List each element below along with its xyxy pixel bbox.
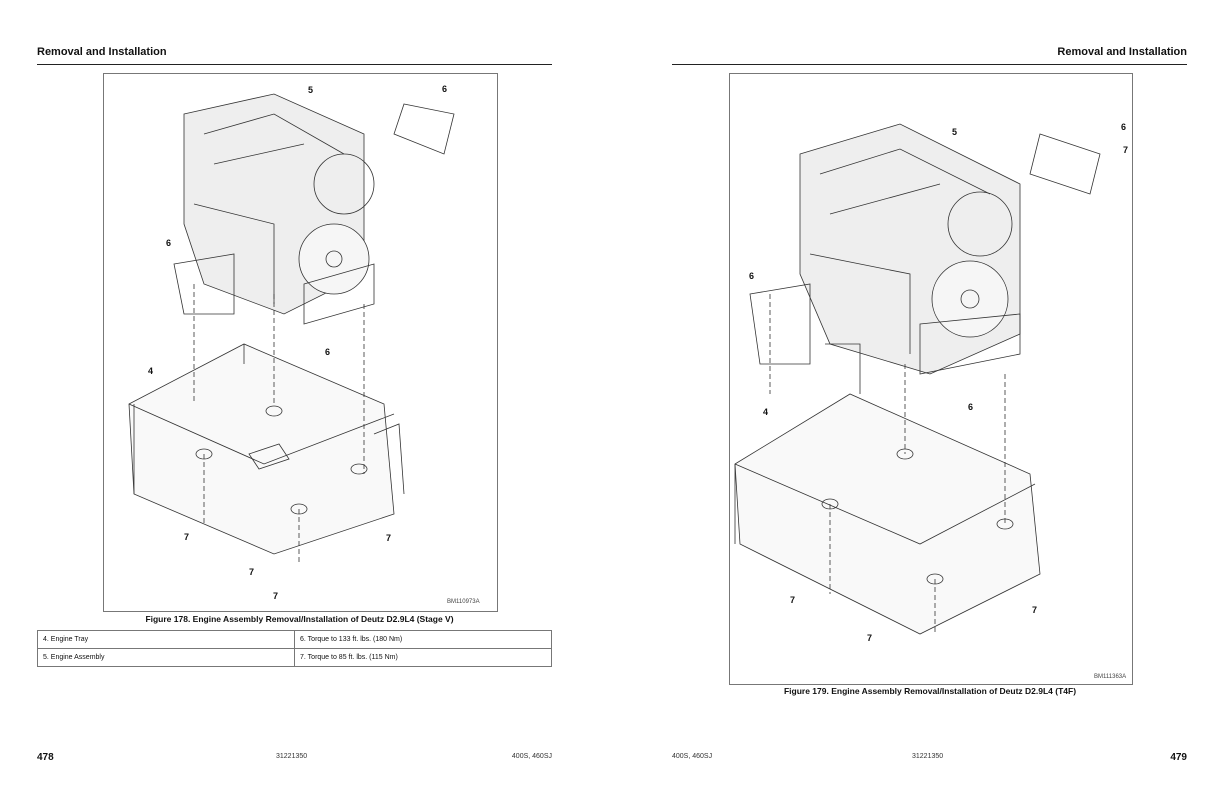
callout-6: 6 xyxy=(325,347,331,357)
callout-7: 7 xyxy=(1123,145,1129,155)
callout-7: 7 xyxy=(1032,605,1038,615)
table-cell: 7. Torque to 85 ft. lbs. (115 Nm) xyxy=(294,648,552,667)
callout-6: 6 xyxy=(968,402,974,412)
callout-6: 6 xyxy=(166,238,172,248)
page-number: 478 xyxy=(37,752,54,763)
figure-code: BM111363A xyxy=(1094,674,1127,680)
callout-6: 6 xyxy=(442,84,448,94)
model-names: 400S, 460SJ xyxy=(511,753,552,760)
callout-5: 5 xyxy=(952,127,958,137)
page-number: 479 xyxy=(1170,752,1187,763)
callout-6: 6 xyxy=(1121,122,1127,132)
table-cell: 5. Engine Assembly xyxy=(36,648,296,667)
table-row: 4. Engine Tray 6. Torque to 133 ft. lbs.… xyxy=(36,630,552,649)
table-cell: 6. Torque to 133 ft. lbs. (180 Nm) xyxy=(294,630,552,649)
doc-number: 31221350 xyxy=(912,753,944,760)
callout-6: 6 xyxy=(749,271,755,281)
header-divider xyxy=(37,64,552,65)
figure-code: BM110973A xyxy=(447,599,480,605)
callout-5: 5 xyxy=(308,85,314,95)
callout-4: 4 xyxy=(148,366,154,376)
figure-178-illustration: 5 6 6 6 4 7 7 7 7 BM110973A xyxy=(103,73,498,612)
table-cell: 4. Engine Tray xyxy=(36,630,296,649)
callout-7: 7 xyxy=(184,532,190,542)
right-page-header: Removal and Installation xyxy=(1057,46,1187,58)
callout-7: 7 xyxy=(790,595,796,605)
table-row: 5. Engine Assembly 7. Torque to 85 ft. l… xyxy=(36,648,552,667)
figure-caption: Figure 178. Engine Assembly Removal/Inst… xyxy=(145,614,454,624)
model-names: 400S, 460SJ xyxy=(672,753,713,760)
doc-number: 31221350 xyxy=(276,753,308,760)
engine-exploded-diagram xyxy=(128,93,455,564)
figure-179-illustration: 5 6 7 6 6 4 7 7 7 BM111363A xyxy=(729,73,1133,685)
engine-exploded-diagram xyxy=(734,123,1101,635)
callout-4: 4 xyxy=(763,407,769,417)
callout-7: 7 xyxy=(273,591,279,601)
figure-caption: Figure 179. Engine Assembly Removal/Inst… xyxy=(783,686,1077,696)
callout-7: 7 xyxy=(249,567,255,577)
legend-table: 4. Engine Tray 6. Torque to 133 ft. lbs.… xyxy=(36,630,552,667)
header-divider xyxy=(672,64,1187,65)
callout-7: 7 xyxy=(867,633,873,643)
callout-7: 7 xyxy=(386,533,392,543)
left-page-header: Removal and Installation xyxy=(37,46,167,58)
